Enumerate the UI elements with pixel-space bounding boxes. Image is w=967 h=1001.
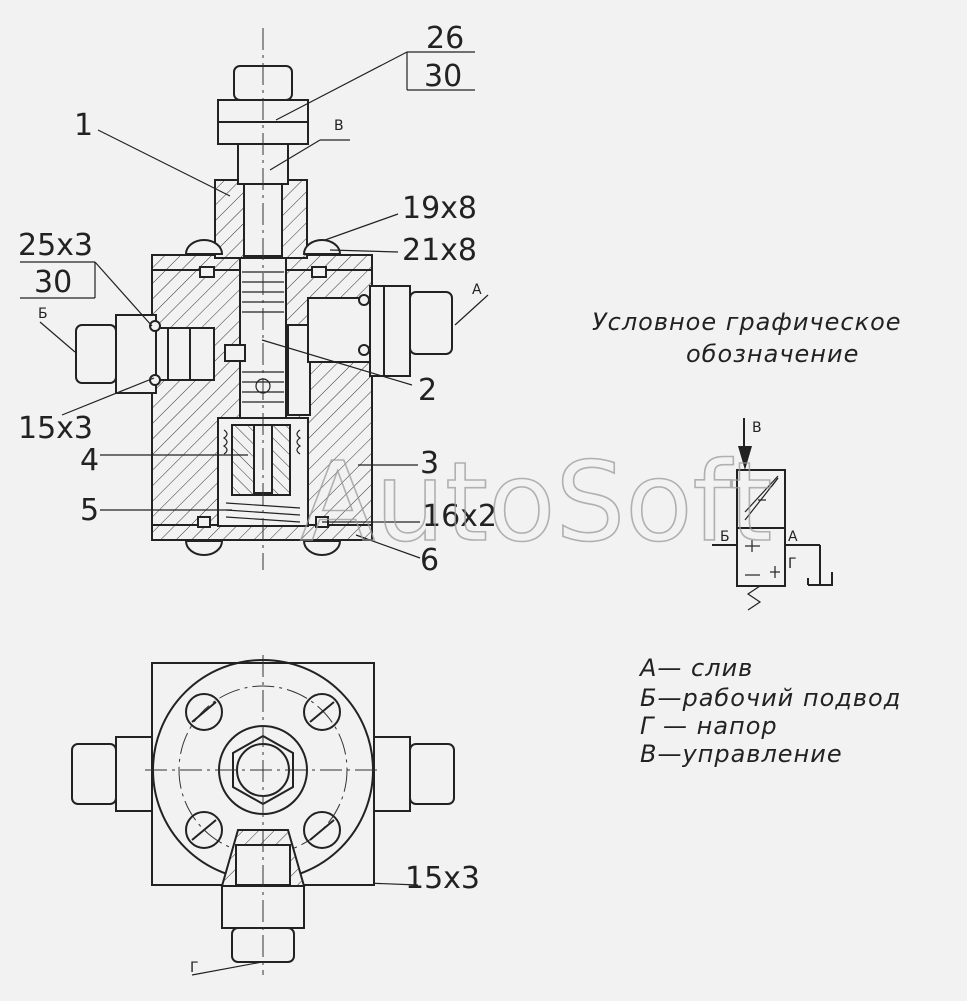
section-view (75, 28, 453, 570)
dim-25x3: 25x3 (18, 228, 93, 263)
dim-30-top: 30 (424, 59, 462, 94)
symbol-port-g: Г (788, 556, 797, 572)
legend-item-v: В—управление (640, 740, 843, 768)
port-a-label: А (472, 282, 482, 298)
part-labels: 26 30 1 В 19x8 21x8 25x3 30 Б А 2 15x3 4… (18, 21, 497, 976)
label-3: 3 (420, 446, 439, 481)
symbol-port-v: В (752, 420, 762, 436)
pilot-triangle (738, 446, 752, 470)
symbol-title-line2: обозначение (686, 340, 859, 368)
graphic-symbol: Условное графическое обозначение В Б А Г (592, 308, 902, 611)
left-fitting (75, 314, 215, 394)
dim-21x8: 21x8 (402, 233, 477, 268)
watermark: AutoSoft (300, 438, 772, 566)
port-b-label: Б (38, 306, 48, 322)
symbol-port-a: А (788, 529, 798, 545)
dim-16x2: 16x2 (422, 499, 497, 534)
port-legend: А— слив Б—рабочий подвод Г — напор В—упр… (638, 654, 901, 768)
legend-item-a: А— слив (638, 654, 753, 682)
legend-item-b: Б—рабочий подвод (640, 684, 901, 712)
label-1: 1 (74, 108, 93, 143)
dim-19x8: 19x8 (402, 191, 477, 226)
right-fitting (307, 285, 453, 377)
legend-item-g: Г — напор (640, 712, 778, 740)
label-6: 6 (420, 543, 439, 578)
dim-15x3-left: 15x3 (18, 411, 93, 446)
label-4: 4 (80, 443, 99, 478)
label-2: 2 (418, 373, 437, 408)
symbol-port-b: Б (720, 529, 730, 545)
port-g-label: Г (190, 960, 199, 976)
label-5: 5 (80, 493, 99, 528)
plan-screws (185, 693, 341, 849)
port-v-label: В (334, 118, 344, 134)
plan-view (71, 655, 455, 975)
dim-15x3-bottom: 15x3 (405, 861, 480, 896)
dim-26: 26 (426, 21, 464, 56)
dim-30-left: 30 (34, 265, 72, 300)
symbol-title-line1: Условное графическое (592, 308, 902, 336)
